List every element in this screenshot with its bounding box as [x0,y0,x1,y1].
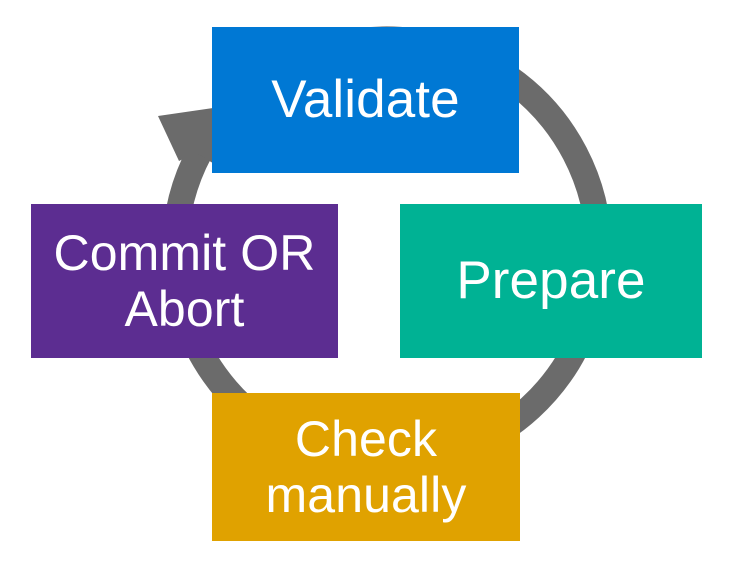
node-prepare[interactable]: Prepare [400,204,702,358]
node-validate[interactable]: Validate [212,27,519,173]
ring-arrowhead [158,107,223,170]
node-commit-or-abort-label: Commit OR Abort [53,225,316,337]
node-prepare-label: Prepare [456,251,646,311]
node-check-manually-label: Check manually [265,411,467,523]
node-validate-label: Validate [271,70,460,130]
node-commit-or-abort[interactable]: Commit OR Abort [31,204,338,358]
node-check-manually[interactable]: Check manually [212,393,520,541]
